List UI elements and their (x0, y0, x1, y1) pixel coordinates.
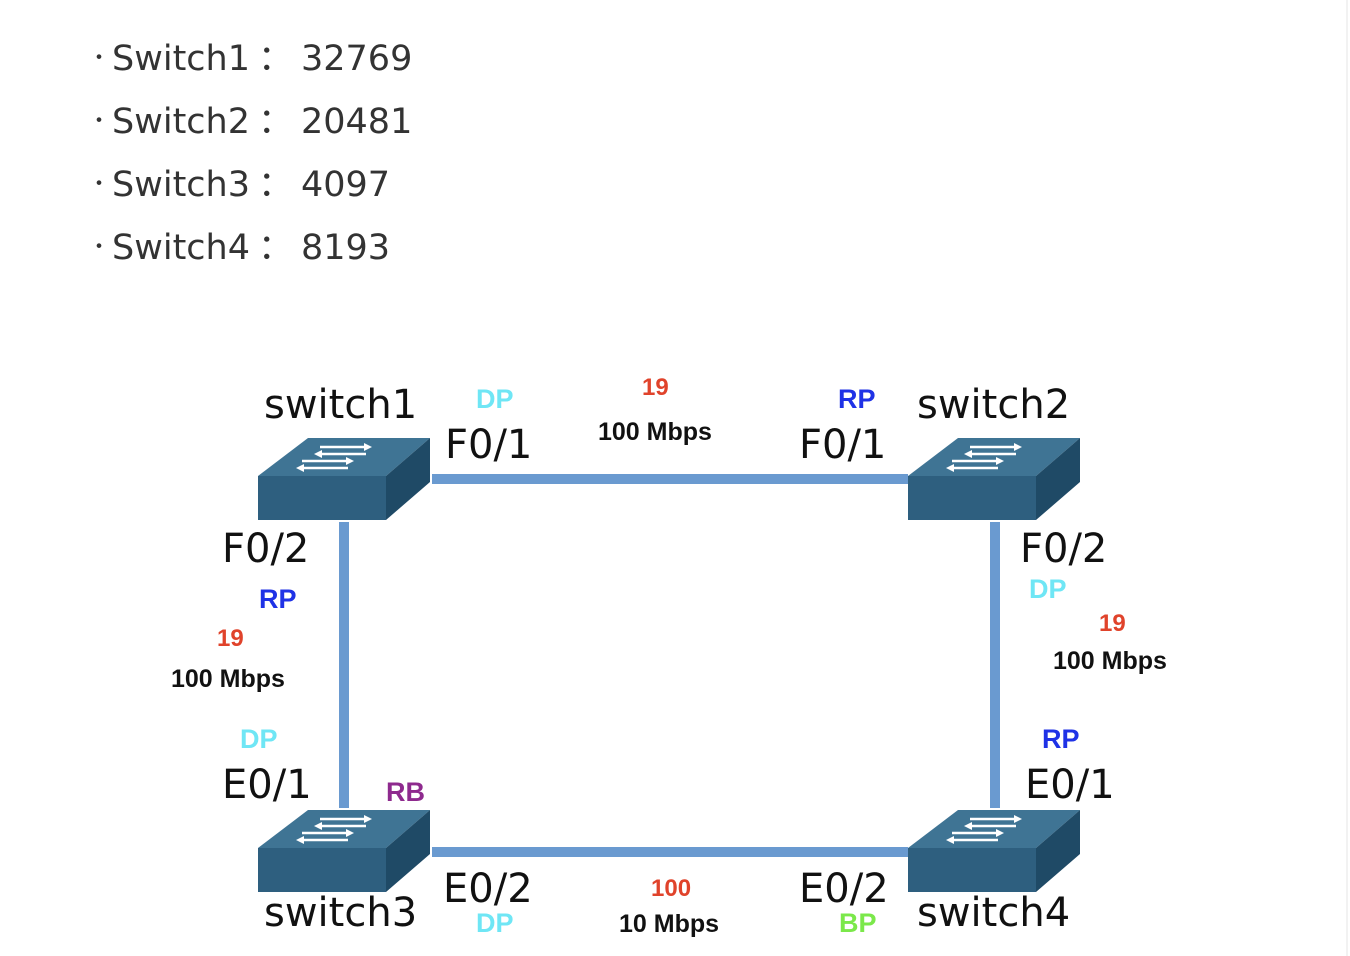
right-link-cost: 19 (1099, 610, 1126, 637)
priority-item-switch3: ・ Switch3 ： 4097 (88, 160, 412, 223)
priority-switch-name: Switch1 (112, 39, 250, 79)
switch1-name: switch1 (264, 382, 418, 428)
switch2-name: switch2 (917, 382, 1071, 428)
switch2-f01-port: F0/1 (799, 422, 887, 468)
switch3-e02-role: DP (476, 908, 514, 938)
priority-switch-name: Switch3 (112, 165, 250, 205)
priority-switch-name: Switch4 (112, 228, 250, 268)
priority-separator: ： (257, 39, 293, 79)
switch1-f02-role: RP (259, 584, 297, 614)
priority-value: 4097 (301, 165, 391, 205)
switch4-e02-role: BP (839, 908, 877, 938)
switch4-e02-port: E0/2 (799, 866, 889, 912)
priority-separator: ： (257, 228, 293, 268)
bottom-link-speed: 10 Mbps (619, 910, 720, 938)
bridge-priority-list: ・ Switch1 ： 32769 ・ Switch2 ： 20481 ・ Sw… (88, 34, 412, 286)
switch3-e02-port: E0/2 (443, 866, 533, 912)
link-left (339, 522, 349, 808)
switch3-e01-role: DP (240, 724, 278, 754)
switch1-f01-role: DP (476, 384, 514, 414)
switch2-f02-port: F0/2 (1020, 526, 1108, 572)
link-bottom (432, 847, 908, 857)
left-link-speed: 100 Mbps (171, 665, 285, 693)
priority-value: 8193 (301, 228, 391, 268)
switch4-icon (906, 808, 1082, 894)
switch4-e01-role: RP (1042, 724, 1080, 754)
priority-item-switch1: ・ Switch1 ： 32769 (88, 34, 412, 97)
priority-value: 32769 (301, 39, 413, 79)
switch1-f02-port: F0/2 (222, 526, 310, 572)
switch2-f02-role: DP (1029, 574, 1067, 604)
switch2-icon (906, 436, 1082, 522)
page-edge-rule (1346, 0, 1348, 956)
switch3-e01-port: E0/1 (222, 762, 312, 808)
switch1-f01-port: F0/1 (445, 422, 533, 468)
switch3-icon (256, 808, 432, 894)
priority-item-switch2: ・ Switch2 ： 20481 (88, 97, 412, 160)
switch4-name: switch4 (917, 890, 1071, 936)
bullet: ・ (88, 46, 111, 71)
link-top (432, 474, 908, 484)
switch3-name: switch3 (264, 890, 418, 936)
root-bridge-label: RB (386, 777, 425, 807)
link-right (990, 522, 1000, 808)
priority-switch-name: Switch2 (112, 102, 250, 142)
top-link-cost: 19 (642, 374, 669, 401)
left-link-cost: 19 (217, 625, 244, 652)
bullet: ・ (88, 172, 111, 197)
priority-item-switch4: ・ Switch4 ： 8193 (88, 223, 412, 286)
priority-value: 20481 (301, 102, 413, 142)
bullet: ・ (88, 109, 111, 134)
bullet: ・ (88, 235, 111, 260)
bottom-link-cost: 100 (651, 875, 692, 902)
switch2-f01-role: RP (838, 384, 876, 414)
switch1-icon (256, 436, 432, 522)
switch4-e01-port: E0/1 (1025, 762, 1115, 808)
right-link-speed: 100 Mbps (1053, 647, 1167, 675)
priority-separator: ： (257, 102, 293, 142)
priority-separator: ： (257, 165, 293, 205)
top-link-speed: 100 Mbps (598, 418, 712, 446)
